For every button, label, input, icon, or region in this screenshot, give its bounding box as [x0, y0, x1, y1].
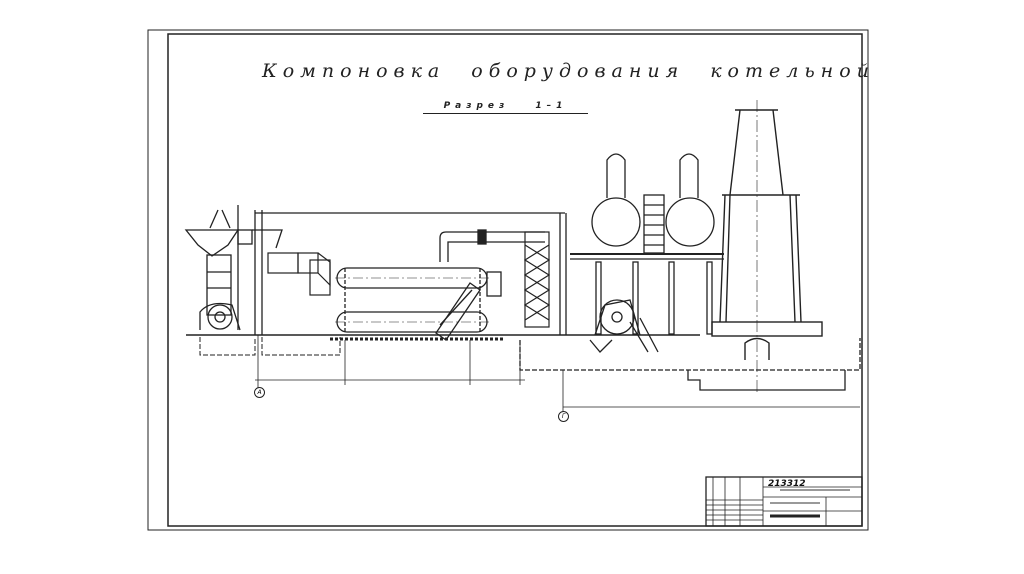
section-label: Разрез 1–1: [423, 101, 588, 114]
deaerator-tanks: [570, 153, 724, 335]
fuel-feeder: [184, 205, 283, 331]
floor: [186, 334, 861, 371]
inner-frame: [167, 33, 863, 527]
smoke-exhauster: [589, 299, 659, 353]
outer-frame: [147, 29, 869, 531]
building-wall: [254, 210, 567, 335]
chimney: [687, 100, 846, 395]
dimension-lines: [255, 335, 860, 412]
air-ducts: [267, 252, 331, 296]
document-number: 213312: [768, 479, 806, 489]
economizer-frame: [523, 231, 551, 328]
axis-label-a: А: [254, 387, 265, 398]
drawing-title: Компоновка оборудования котельной: [262, 60, 875, 82]
axis-label-g: Г: [558, 411, 569, 422]
boiler: [335, 229, 545, 341]
title-block: [705, 476, 863, 527]
